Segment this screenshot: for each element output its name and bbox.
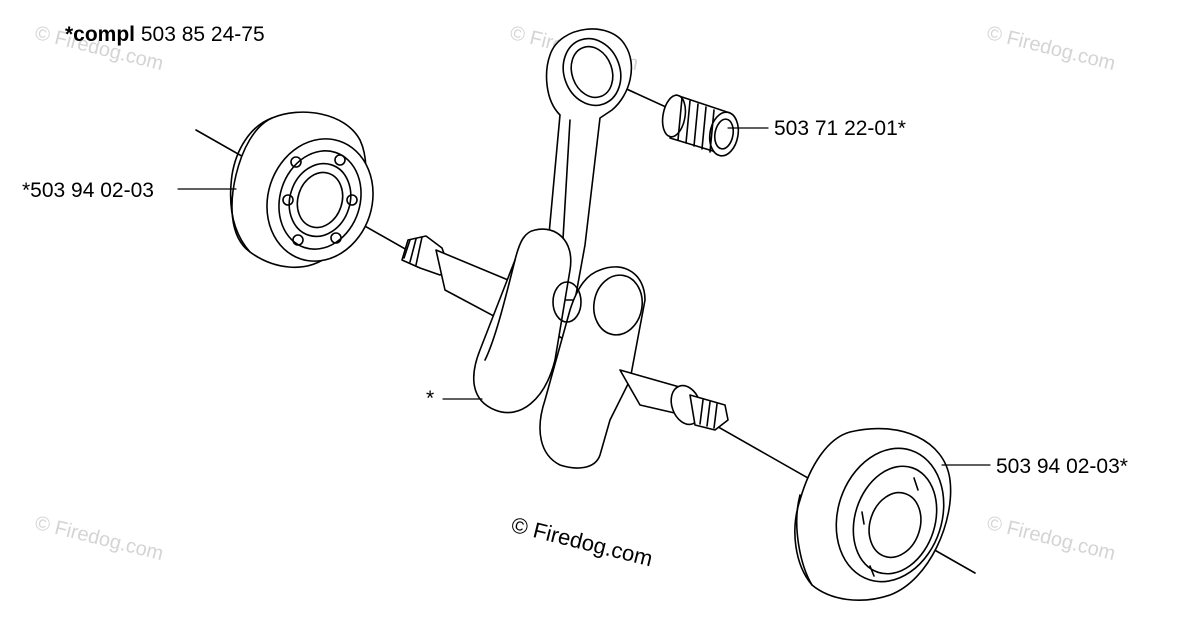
callout-bearing-left: *503 94 02-03 [22,179,154,202]
left-ball-bearing [229,111,374,268]
callout-crankshaft: * [426,387,435,410]
assembly-prefix: *compl [65,23,136,46]
callout-bearing-right: 503 94 02-03* [996,455,1128,478]
needle-bearing [661,94,740,157]
assembly-part-number: *compl 503 85 24-75 [65,24,265,45]
right-ball-bearing [794,427,952,601]
assembly-number: 503 85 24-75 [140,23,265,46]
callout-needle-bearing: 503 71 22-01* [774,117,906,140]
crankshaft [401,228,729,469]
connecting-rod [544,28,633,301]
